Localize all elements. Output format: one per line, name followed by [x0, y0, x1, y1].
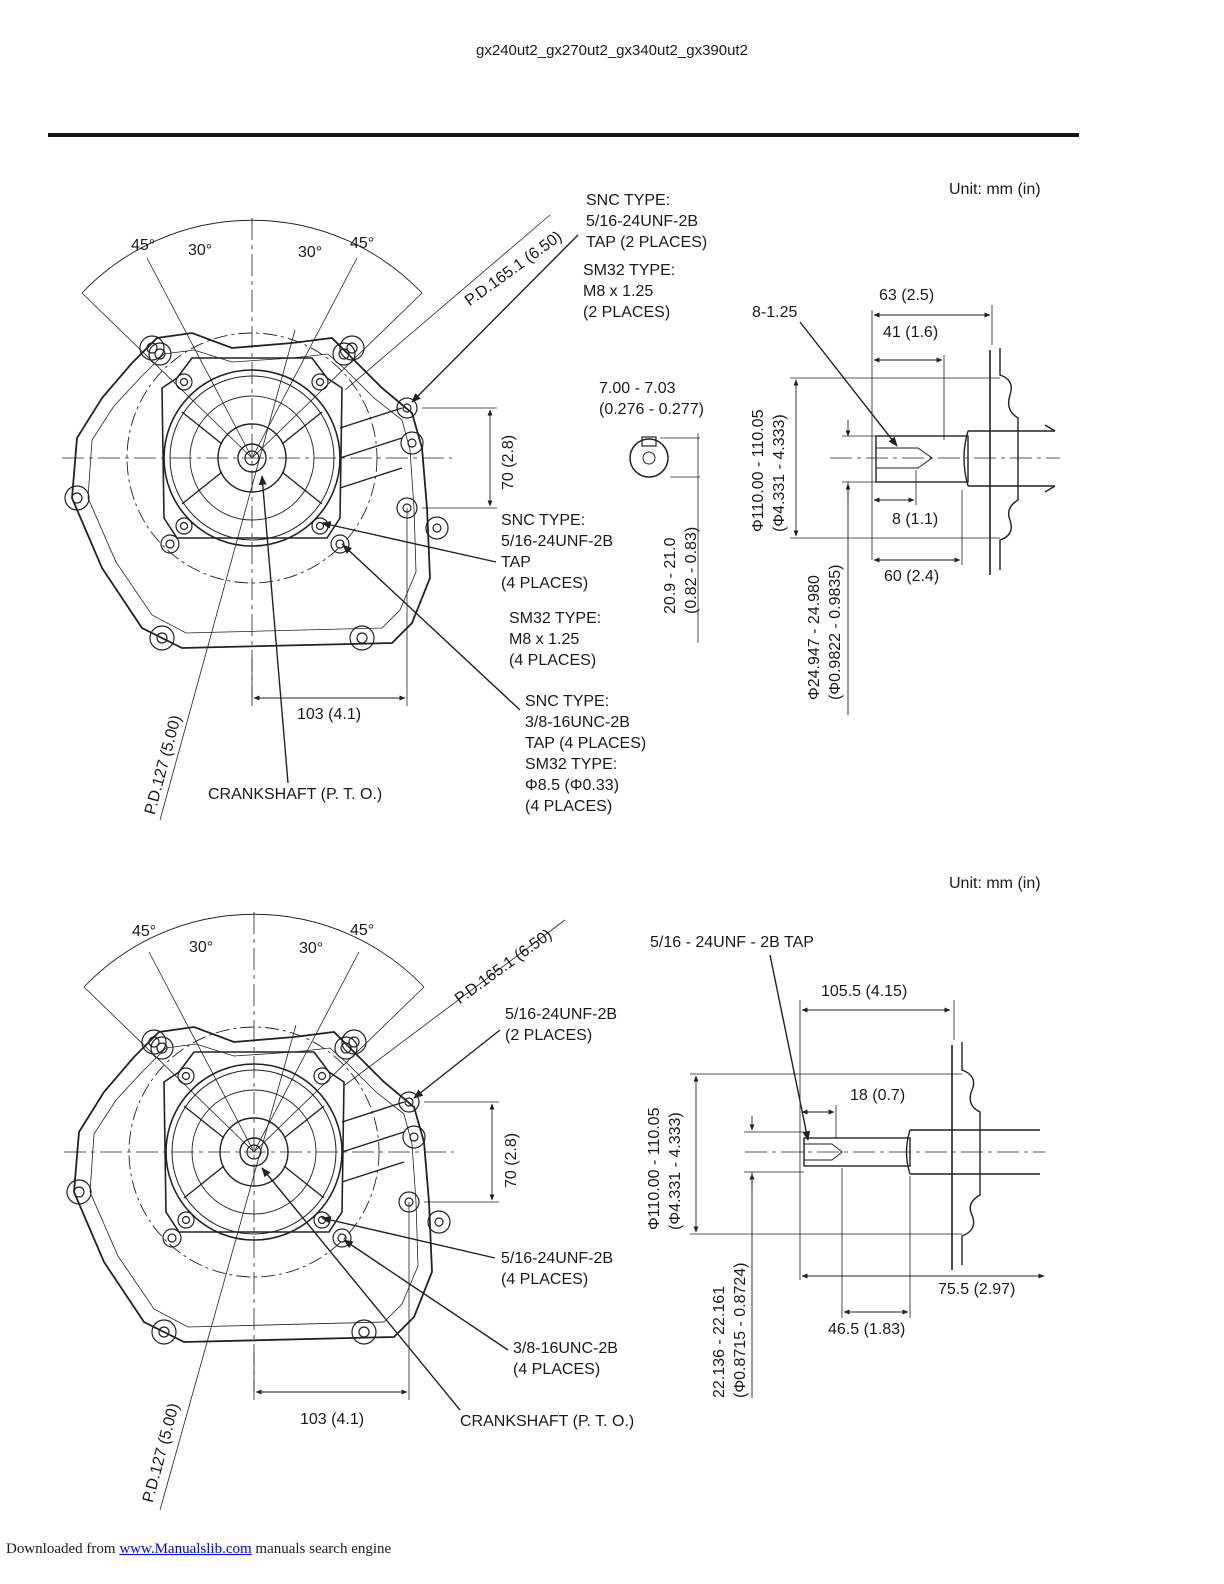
header-rule: [48, 133, 1079, 137]
angle-45-right: 45°: [350, 235, 375, 252]
dim-105-bottom: 105.5 (4.15): [821, 983, 908, 1000]
callout-unc-bottom: 3/8-16UNC-2B (4 PLACES): [513, 1340, 618, 1378]
callout-tap-2-places-top: SNC TYPE: 5/16-24UNF-2B TAP (2 PLACES): [586, 192, 708, 251]
angle-45-left-bottom: 45°: [132, 923, 157, 940]
footer-suffix: manuals search engine: [255, 1541, 392, 1557]
dia-25-top: Φ24.947 - 24.980 (Φ0.9822 - 0.9835): [806, 564, 844, 700]
angle-45-right-bottom: 45°: [350, 922, 375, 939]
dim-70-bottom: 70 (2.8): [503, 1132, 520, 1188]
page-header: gx240ut2_gx270ut2_gx340ut2_gx390ut2: [476, 42, 748, 59]
footer: Downloaded from www.Manualslib.com manua…: [6, 1541, 391, 1558]
dim-46-bottom: 46.5 (1.83): [828, 1321, 906, 1338]
unit-label-top: Unit: mm (in): [949, 181, 1041, 198]
angle-30-left: 30°: [188, 242, 213, 259]
callout-sm32-2-places-top: SM32 TYPE: M8 x 1.25 (2 PLACES): [583, 262, 676, 321]
callout-tap-2-places-bottom: 5/16-24UNF-2B (2 PLACES): [505, 1006, 618, 1044]
callout-tap-4-places-bottom: 5/16-24UNF-2B (4 PLACES): [501, 1250, 614, 1288]
dim-103-top: 103 (4.1): [297, 706, 362, 723]
crankshaft-label-top: CRANKSHAFT (P. T. O.): [208, 786, 383, 803]
manualslib-link[interactable]: www.Manualslib.com: [119, 1541, 252, 1557]
dia-22-bottom: 22.136 - 22.161 (Φ0.8715 - 0.8724): [711, 1262, 749, 1398]
shaft-tap-callout: 5/16 - 24UNF - 2B TAP: [650, 934, 814, 951]
callout-tap-4-places-top: SNC TYPE: 5/16-24UNF-2B TAP (4 PLACES): [501, 512, 614, 592]
key-depth-dim: 20.9 - 21.0 (0.82 - 0.83): [662, 526, 700, 614]
dim-103-bottom: 103 (4.1): [300, 1411, 365, 1428]
dim-18-bottom: 18 (0.7): [850, 1087, 906, 1104]
angle-30-left-bottom: 30°: [189, 939, 214, 956]
crankshaft-label-bottom: CRANKSHAFT (P. T. O.): [460, 1413, 635, 1430]
dim-75-bottom: 75.5 (2.97): [938, 1281, 1016, 1298]
dim-8-top: 8 (1.1): [892, 511, 939, 528]
angle-30-right: 30°: [298, 244, 323, 261]
dim-63-top: 63 (2.5): [879, 287, 935, 304]
key-width-dim: 7.00 - 7.03 (0.276 - 0.277): [599, 380, 704, 418]
dim-70-top: 70 (2.8): [500, 434, 517, 490]
unit-label-bottom: Unit: mm (in): [949, 875, 1041, 892]
shaft-thread-callout: 8-1.25: [752, 304, 798, 321]
angle-30-right-bottom: 30°: [299, 940, 324, 957]
footer-prefix: Downloaded from: [6, 1541, 116, 1557]
callout-sm32-4-places-top: SM32 TYPE: M8 x 1.25 (4 PLACES): [509, 610, 602, 669]
callout-unc-top: SNC TYPE: 3/8-16UNC-2B TAP (4 PLACES) SM…: [525, 693, 647, 815]
angle-45-left: 45°: [131, 237, 156, 254]
dim-60-top: 60 (2.4): [884, 568, 940, 585]
dim-41-top: 41 (1.6): [883, 324, 939, 341]
dia-110-bottom: Φ110.00 - 110.05 (Φ4.331 - 4.333): [646, 1107, 684, 1230]
dia-110-top: Φ110.00 - 110.05 (Φ4.331 - 4.333): [750, 409, 788, 532]
